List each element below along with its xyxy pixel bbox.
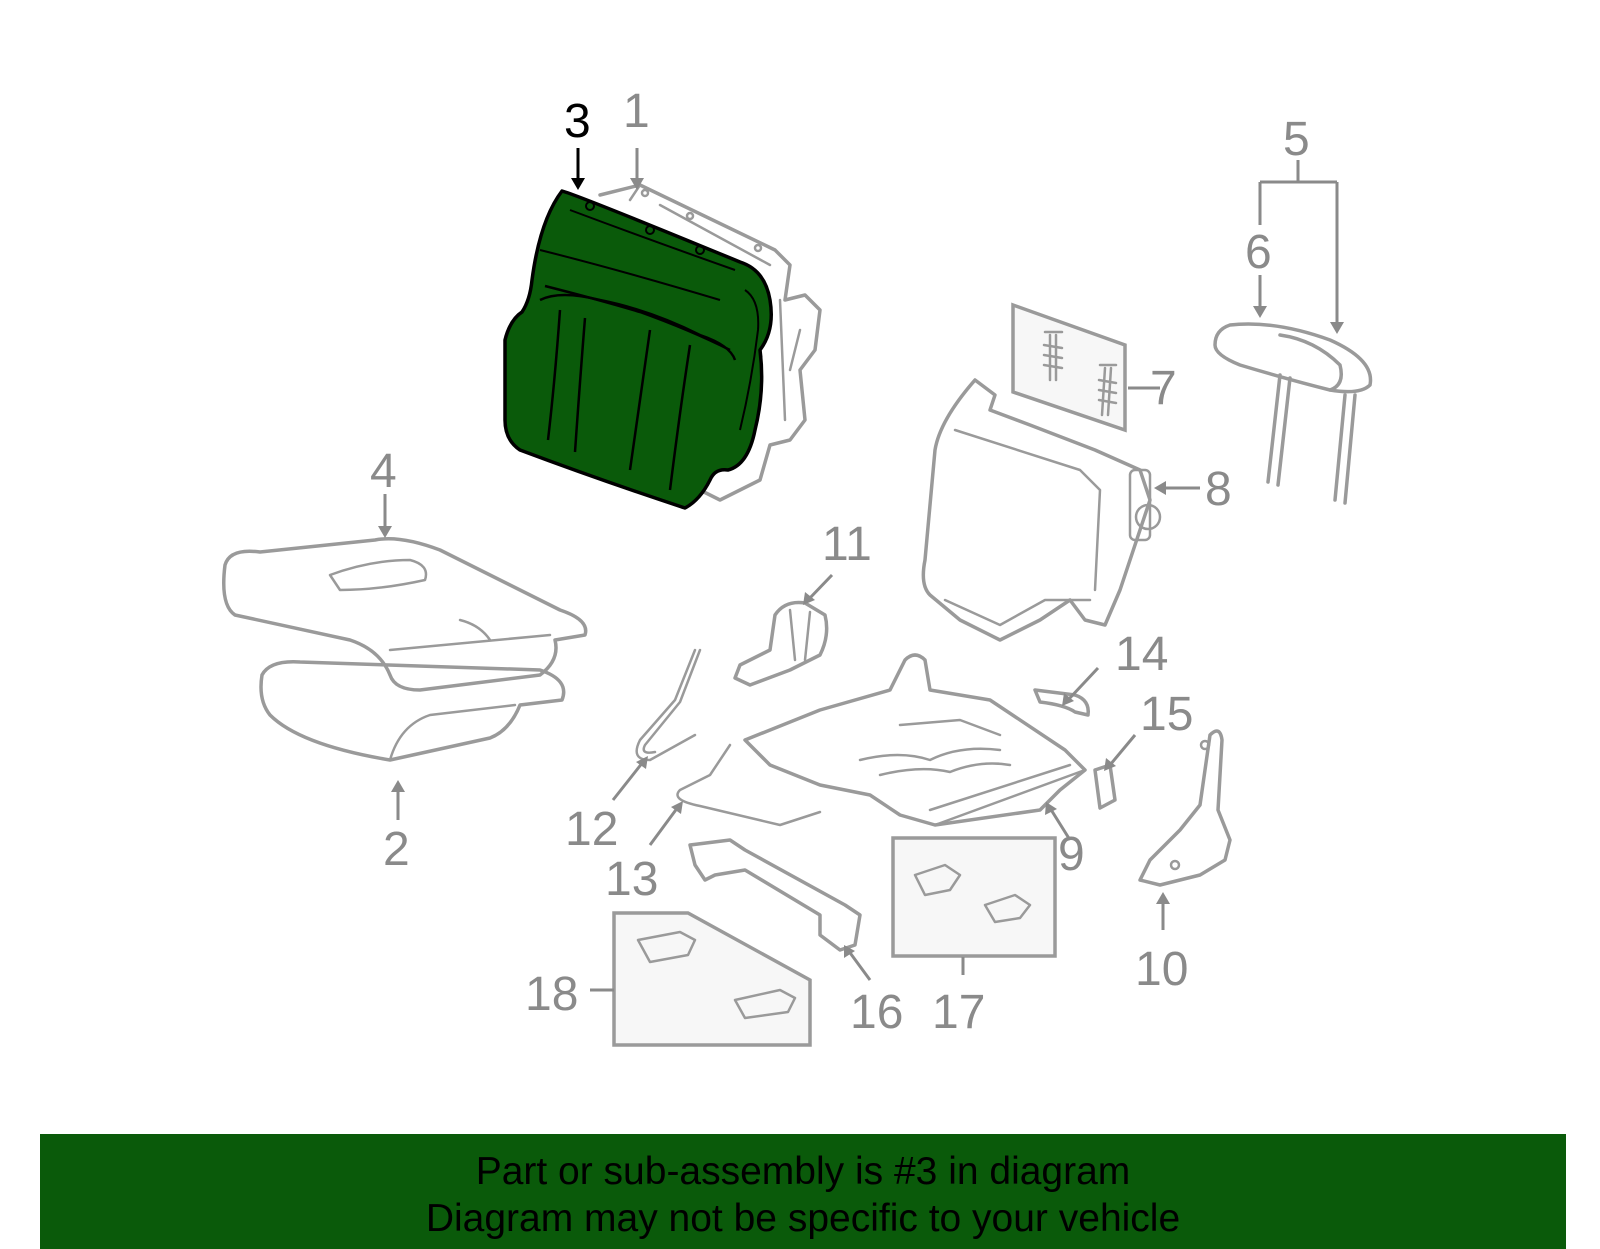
- part-5-headrest[interactable]: [1213, 322, 1373, 505]
- callout-9: 9: [1058, 828, 1085, 881]
- part-14-trim[interactable]: [1033, 688, 1090, 717]
- callout-17: 17: [932, 986, 985, 1039]
- callout-11: 11: [822, 518, 872, 571]
- part-10-bracket[interactable]: [1138, 729, 1232, 887]
- part-8-seat-frame[interactable]: [921, 378, 1162, 642]
- callout-7: 7: [1150, 362, 1177, 415]
- callout-labels: 3 1 5 6 7 4 8 11 14 15 12 2 9 13 10 18 1…: [370, 85, 1310, 1039]
- callout-6: 6: [1245, 226, 1272, 279]
- leader-lines: [378, 148, 1344, 992]
- callout-5: 5: [1283, 113, 1310, 166]
- callout-4: 4: [370, 445, 397, 498]
- part-11-cover[interactable]: [733, 600, 829, 687]
- part-9-seat-base[interactable]: [743, 653, 1087, 827]
- callout-15: 15: [1140, 688, 1193, 741]
- part-13-cable[interactable]: [676, 743, 822, 827]
- callout-1: 1: [623, 85, 650, 138]
- part-2-cushion-pad[interactable]: [259, 660, 566, 762]
- callout-16: 16: [850, 986, 903, 1039]
- info-banner: Part or sub-assembly is #3 in diagram Di…: [40, 1134, 1566, 1249]
- banner-line-1: Part or sub-assembly is #3 in diagram: [475, 1150, 1131, 1193]
- callout-12: 12: [565, 803, 618, 856]
- callout-3: 3: [564, 95, 591, 148]
- parts-diagram: 3 1 5 6 7 4 8 11 14 15 12 2 9 13 10 18 1…: [222, 85, 1373, 1047]
- callout-8: 8: [1205, 463, 1232, 516]
- part-18-brackets[interactable]: [612, 911, 812, 1047]
- part-7-bolts[interactable]: [1011, 302, 1127, 433]
- callout-10: 10: [1135, 943, 1188, 996]
- part-1-seatback-frame[interactable]: [598, 183, 822, 502]
- part-16-rail[interactable]: [688, 838, 862, 952]
- part-3-seatback-cover[interactable]: [503, 189, 773, 510]
- part-17-brackets[interactable]: [891, 836, 1057, 958]
- part-12-cable[interactable]: [635, 648, 702, 762]
- part-4-cushion-cover[interactable]: [222, 537, 588, 692]
- callout-14: 14: [1115, 628, 1168, 681]
- part-15-cap[interactable]: [1093, 763, 1117, 810]
- callout-18: 18: [525, 968, 578, 1021]
- callout-2: 2: [383, 823, 410, 876]
- callout-13: 13: [605, 853, 658, 906]
- banner-line-2: Diagram may not be specific to your vehi…: [425, 1197, 1181, 1240]
